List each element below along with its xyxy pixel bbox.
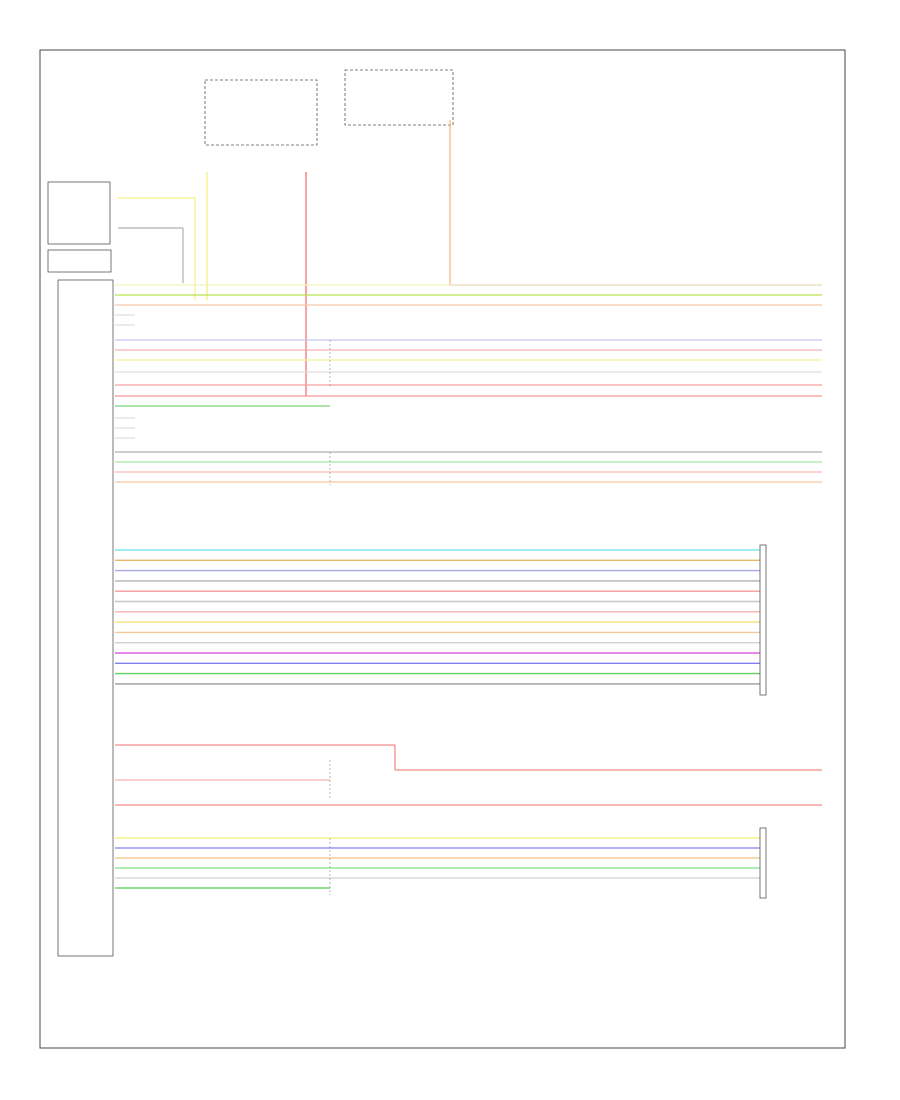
lower-wires: [115, 744, 822, 806]
diagram-frame: [39, 49, 846, 1049]
antenna-module: [47, 249, 112, 273]
main-wires: [115, 284, 822, 483]
bus-connector: [759, 544, 767, 696]
top-left-device: [47, 181, 111, 245]
bottom-connector: [759, 827, 767, 899]
junction-box-left: [204, 79, 318, 146]
bottom-wires: [115, 837, 760, 889]
head-unit-connector: [57, 279, 114, 957]
junction-box-right: [344, 69, 454, 126]
bus-wires: [115, 549, 760, 685]
